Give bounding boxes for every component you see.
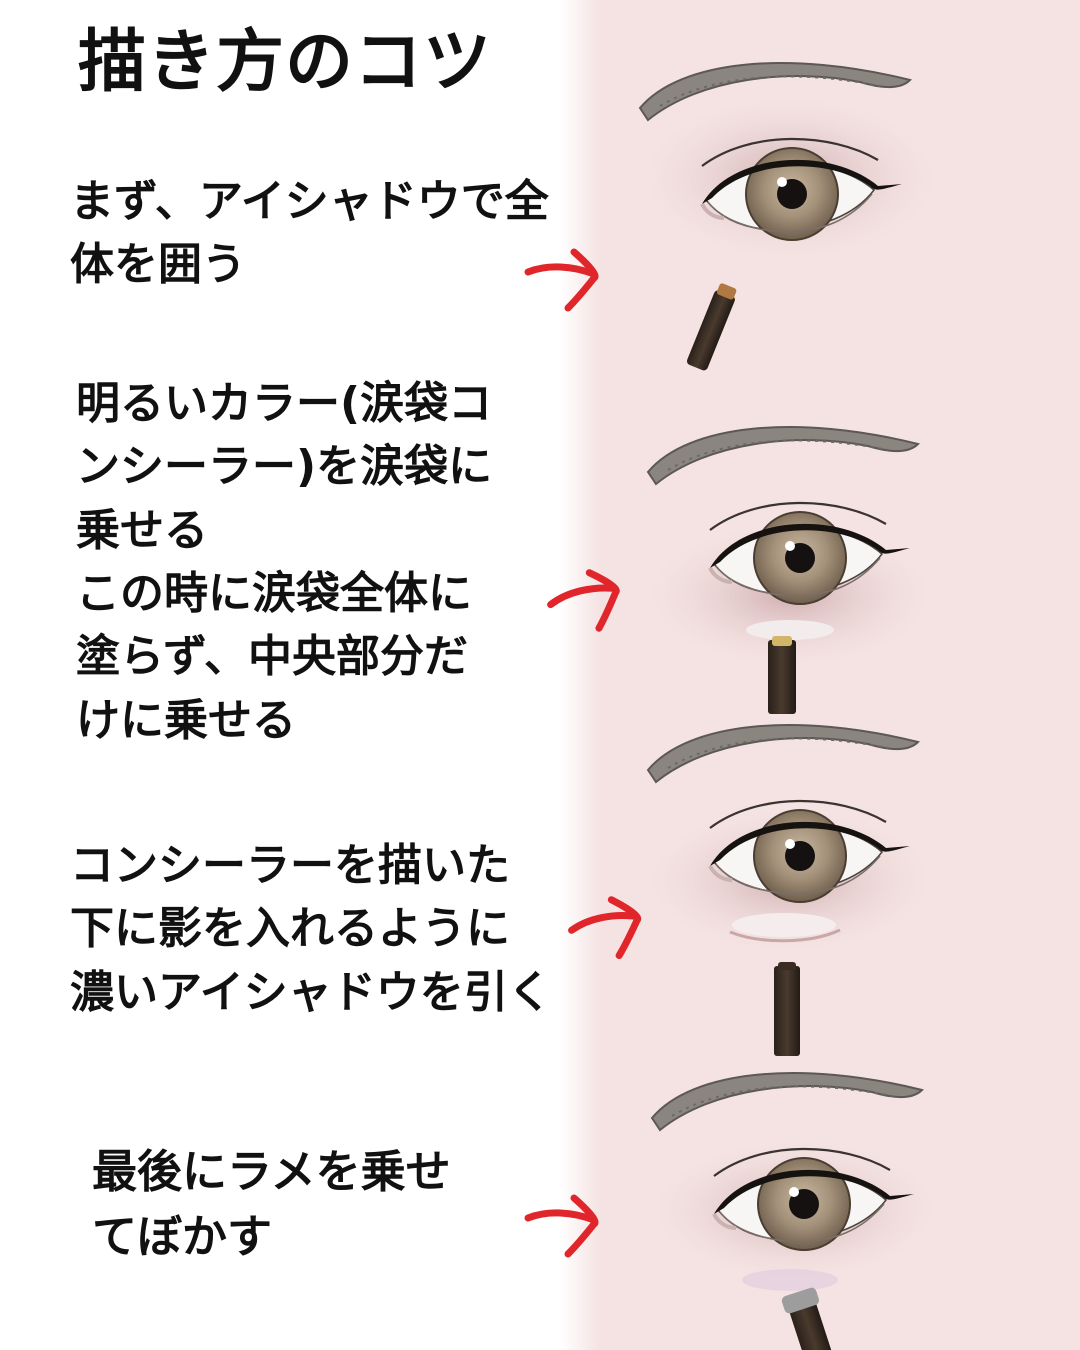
brush-icon-1 — [686, 283, 737, 371]
step-2-text: 明るいカラー(涙袋コ ンシーラー)を涙袋に 乗せる この時に涙袋全体に 塗らず、… — [76, 372, 492, 752]
step-3-line-1: コンシーラーを描いた — [70, 840, 510, 891]
step-4-line-1: 最後にラメを乗せ — [92, 1145, 451, 1198]
arrow-icon-2 — [545, 567, 625, 639]
eye-illustration-2 — [646, 425, 930, 665]
brush-icon-2 — [768, 636, 796, 714]
step-2-line-2: ンシーラー)を涙袋に — [76, 441, 493, 493]
step-3-line-3: 濃いアイシャドウを引く — [70, 966, 552, 1018]
brush-icon-4 — [781, 1287, 838, 1350]
step-2-line-3: 乗せる — [76, 504, 208, 556]
step-3-text: コンシーラーを描いた 下に影を入れるように 濃いアイシャドウを引く — [70, 834, 552, 1024]
brush-icon-3 — [774, 962, 800, 1056]
under-shadow-line-3 — [729, 928, 841, 943]
page-title: 描き方のコツ — [78, 23, 493, 102]
eye-illustration-1 — [638, 61, 935, 258]
arrow-icon-1 — [528, 252, 595, 308]
step-4-line-2: てぼかす — [92, 1209, 273, 1263]
step-1-text: まず、アイシャドウで全 体を囲う — [70, 170, 549, 297]
arrow-icon-3 — [567, 895, 646, 966]
step-3-line-2: 下に影を入れるように — [70, 903, 510, 955]
step-1-line-1: まず、アイシャドウで全 — [70, 176, 549, 227]
eye-illustration-3 — [646, 723, 930, 950]
arrow-icon-4 — [528, 1198, 595, 1254]
highlight-tear-bag-2 — [746, 620, 834, 640]
glitter-tear-bag-4 — [742, 1269, 838, 1291]
step-2-line-5: 塗らず、中央部分だ — [76, 631, 469, 683]
step-1-line-2: 体を囲う — [70, 239, 246, 291]
step-4-text: 最後にラメを乗せ てぼかす — [92, 1140, 451, 1270]
step-2-line-6: けに乗せる — [76, 694, 296, 746]
step-2-line-1: 明るいカラー(涙袋コ — [76, 378, 493, 429]
step-2-line-4: この時に涙袋全体に — [76, 568, 472, 620]
eye-illustration-4 — [650, 1071, 935, 1291]
highlight-tear-bag-3 — [732, 913, 836, 937]
